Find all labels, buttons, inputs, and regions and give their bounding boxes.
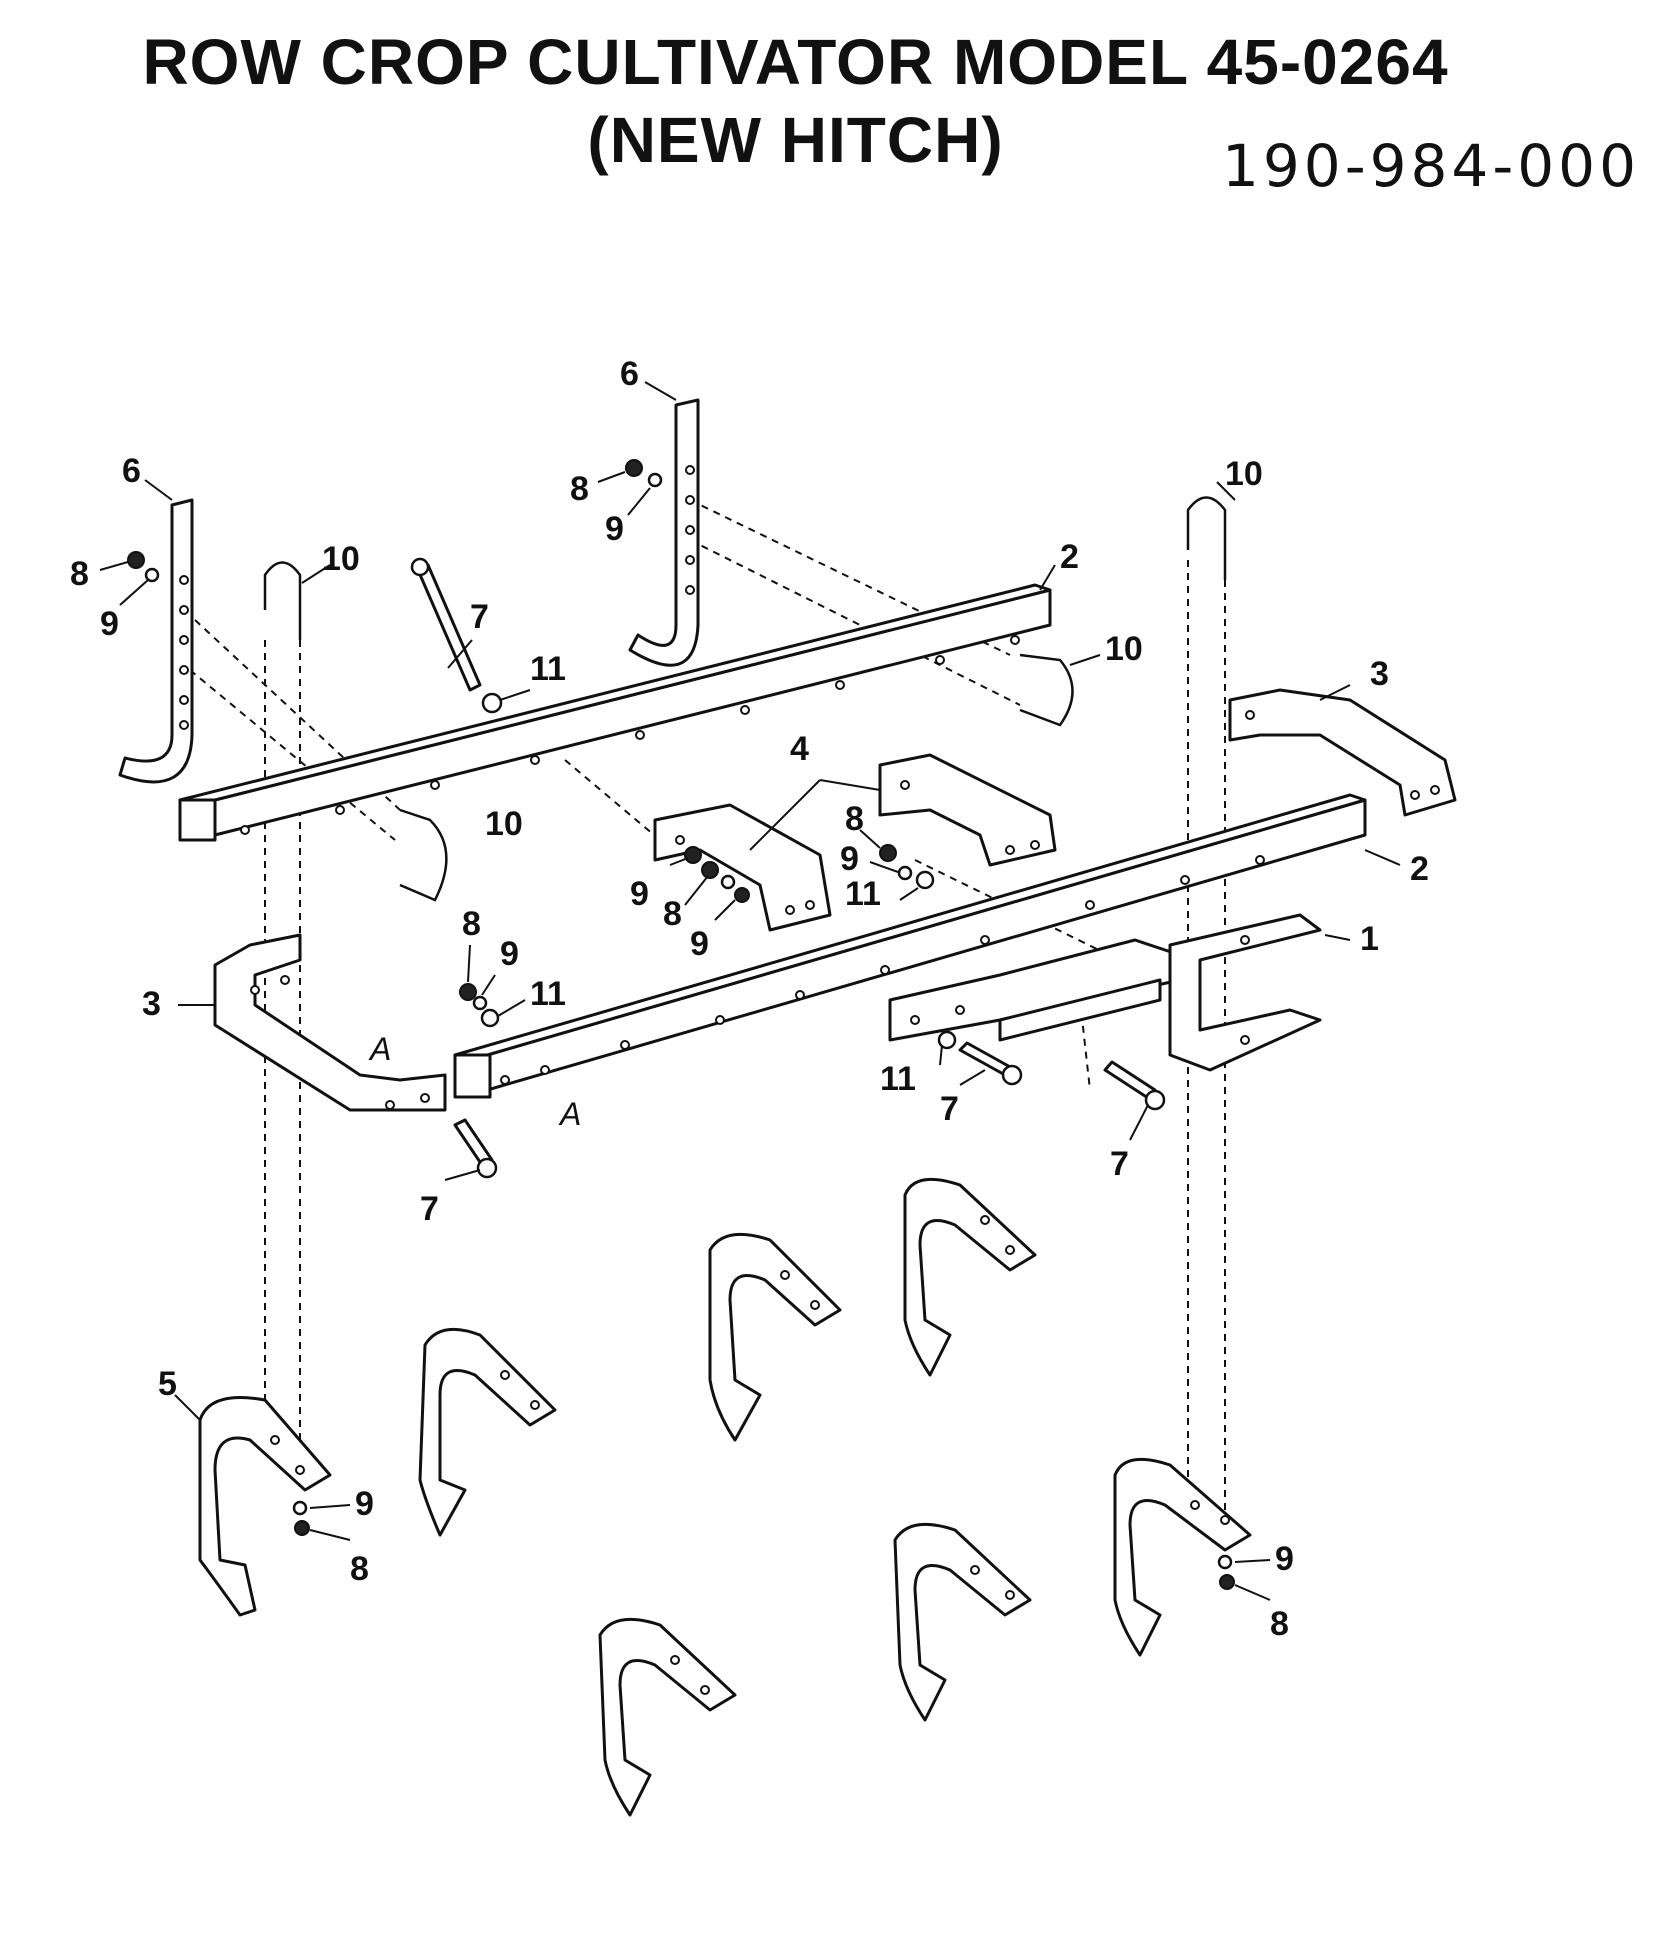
part-number: 190-984-000	[1222, 132, 1640, 200]
callout-9: 9	[630, 875, 649, 913]
callout-6: 6	[620, 355, 639, 393]
callout-11: 11	[880, 1060, 916, 1098]
diagram-title: ROW CROP CULTIVATOR MODEL 45-0264	[142, 26, 1449, 98]
callout-7: 7	[940, 1090, 959, 1128]
fastener-hardware	[127, 459, 1235, 1590]
callout-2: 2	[1410, 850, 1429, 888]
callout-8: 8	[663, 895, 682, 933]
callout-4: 4	[790, 730, 809, 768]
callout-10: 10	[485, 805, 523, 843]
callout-9: 9	[100, 605, 119, 643]
callout-9: 9	[690, 925, 709, 963]
callout-8: 8	[462, 905, 481, 943]
callout-1: 1	[1360, 920, 1379, 958]
part-3-left-bracket	[213, 933, 447, 1112]
part-10-u-bolts	[263, 496, 1227, 902]
diagram-subtitle: (NEW HITCH)	[587, 104, 1004, 176]
part-5-shovels	[198, 1177, 1252, 1817]
callout-8: 8	[70, 555, 89, 593]
callout-11: 11	[530, 975, 566, 1013]
reference-a: A	[368, 1031, 391, 1067]
callout-9: 9	[840, 840, 859, 878]
callout-9: 9	[355, 1485, 374, 1523]
callout-8: 8	[350, 1550, 369, 1588]
callout-9: 9	[1275, 1540, 1294, 1578]
reference-a: A	[558, 1096, 581, 1132]
callout-6: 6	[122, 452, 141, 490]
part-4-clamp-brackets	[653, 753, 1057, 932]
callout-8: 8	[845, 800, 864, 838]
part-6-center-hanger	[628, 398, 700, 667]
callout-9: 9	[500, 935, 519, 973]
callout-leader-lines	[99, 381, 1401, 1601]
part-7-bolts	[410, 557, 1166, 1179]
part-2-lower-tube	[453, 793, 1367, 1099]
callout-8: 8	[570, 470, 589, 508]
callout-7: 7	[470, 598, 489, 636]
callout-8: 8	[1270, 1605, 1289, 1643]
callout-10: 10	[1105, 630, 1143, 668]
part-6-left-hanger	[118, 498, 194, 784]
callout-9: 9	[605, 510, 624, 548]
callout-11: 11	[845, 875, 881, 913]
callout-7: 7	[1110, 1145, 1129, 1183]
part-2-upper-tube	[178, 583, 1052, 842]
callout-11: 11	[530, 650, 566, 688]
callout-10: 10	[322, 540, 360, 578]
callout-5: 5	[158, 1365, 177, 1403]
part-1-hitch	[888, 913, 1322, 1072]
callout-3: 3	[1370, 655, 1389, 693]
callout-2: 2	[1060, 538, 1079, 576]
callout-7: 7	[420, 1190, 439, 1228]
callout-10: 10	[1225, 455, 1263, 493]
callout-3: 3	[142, 985, 161, 1023]
